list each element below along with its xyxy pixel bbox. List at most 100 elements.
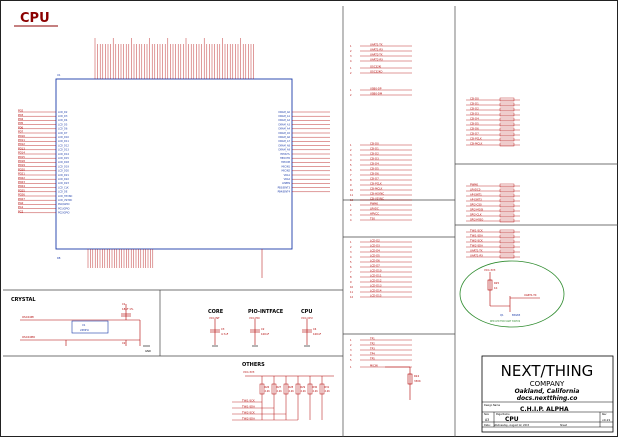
col3-net-label: TWI1-SDA [470, 234, 483, 238]
core-cap-value: 4.7uF [221, 332, 229, 336]
pullup-resistor-value: 2.2K [325, 390, 331, 393]
col3-net-label: SPI2-CLK [470, 213, 482, 217]
col2-net-label: LCD-D10 [370, 269, 382, 273]
col3-net-label: LRADC0 [470, 188, 481, 192]
left-net-label: PD20 [18, 167, 25, 171]
right-pin-name: DRAM_A8 [279, 144, 291, 147]
col2-net-label: UART1-TX [370, 43, 383, 47]
led-circuit [487, 272, 540, 312]
col2-pin-number: 12 [350, 296, 354, 299]
col3-net-label: CSI-D0 [470, 97, 479, 101]
col3-net-label: CSI-MCLK [470, 142, 483, 146]
pullup-resistor-body [283, 383, 289, 395]
pullup-resistor-label: R31 [325, 386, 330, 389]
left-pin-name: LCD_D18 [58, 161, 69, 164]
col2-net-label: CSI-D6 [370, 172, 379, 176]
col3-net-label: SPI2-MISO [470, 218, 483, 222]
led-resistor-label: R25 [494, 281, 499, 285]
col2-pin-number: 2 [350, 94, 352, 97]
pio-rail-net: VCC-PIO [249, 316, 260, 320]
col2-pin-number: 1 [350, 67, 352, 70]
col2-net-label: LCD-D2 [370, 239, 380, 243]
col2-pin-number: 2 [350, 246, 352, 249]
twi-net-label: TWI2-SDA [242, 417, 255, 421]
left-pin-name: LCD_D19 [58, 165, 69, 168]
right-pin-name: DRAM_A3 [279, 123, 291, 126]
company-name: NEXT/THING [501, 362, 594, 380]
col2-pin-number: 11 [350, 291, 354, 294]
left-net-label: PD21 [18, 172, 25, 176]
cpu-rail-net: VCC-CPU [301, 316, 313, 320]
col3-net-label: CSI-D5 [470, 122, 479, 126]
col2-pin-number: 4 [350, 256, 352, 259]
col2-pin-number: 4 [350, 354, 352, 357]
col3-net-port [499, 132, 515, 137]
col3-net-port [499, 208, 515, 213]
col2-pin-number: 4 [350, 159, 352, 162]
pullup-resistor-label: R27 [277, 386, 282, 389]
left-pin-name: PG0/GPIO [58, 203, 70, 206]
right-pin-name: DRAM_A9 [279, 149, 291, 152]
col3-net-port [499, 234, 515, 239]
col3-net-port [499, 193, 515, 198]
net-column-2: UART1-TX1UART1-RX2UART2-TX3UART2-RX4OSC3… [350, 43, 412, 369]
crystal-x1-label: X1 [82, 323, 86, 327]
right-pin-name: DRAM_A2 [279, 119, 291, 122]
net-column-3: CSI-D0CSI-D1CSI-D2CSI-D3CSI-D4CSI-D5CSI-… [466, 97, 520, 259]
col2-pin-number: 12 [350, 199, 354, 202]
left-net-label: PD15 [18, 155, 25, 159]
col2-net-label: LCD-D11 [370, 274, 382, 278]
col2-net-label: CSI-D2 [370, 152, 379, 156]
col3-net-port [499, 102, 515, 107]
left-net-label: PD23 [18, 180, 25, 184]
company-address: Oakland, California [515, 388, 580, 395]
pullup-resistor-value: 2.2K [301, 390, 307, 393]
core-cap-label: C3 [221, 327, 225, 331]
col2-net-label: PWM0 [370, 202, 378, 206]
col2-pin-number: 3 [350, 349, 352, 352]
col2-pin-number: 9 [350, 281, 352, 284]
col3-net-port [499, 112, 515, 117]
left-net-label: PD19 [18, 163, 25, 167]
col3-net-label: CSI-D4 [470, 117, 479, 121]
left-net-label: PD18 [18, 159, 25, 163]
design-name-label: Design Name [484, 404, 501, 407]
left-pin-name: LCD_D21 [58, 174, 69, 177]
right-pin-name: DRAM_A1 [279, 115, 291, 118]
col2-net-label: CSI-MCLK [370, 187, 383, 191]
col2-net-label: LCD-D15 [370, 294, 382, 298]
col3-net-port [499, 218, 515, 223]
col2-pin-number: 3 [350, 251, 352, 254]
col2-net-label: TS0 [370, 217, 375, 221]
crystal-circuit [20, 304, 150, 347]
col2-net-label: LCD-D12 [370, 279, 382, 283]
company-website: docs.nextthing.co [517, 395, 578, 402]
section-title-crystal: CRYSTAL [11, 297, 36, 303]
col2-pin-number: 4 [350, 219, 352, 222]
left-net-label: PD5 [18, 121, 24, 125]
right-pin-name: DRAM_A5 [279, 132, 291, 135]
col2-pin-number: 3 [350, 214, 352, 217]
crystal-x1-value: 24MHz [80, 328, 89, 332]
right-pin-name: LINEIN [282, 182, 290, 185]
col3-net-label: AP-EINT1 [470, 193, 482, 197]
company-subtitle: COMPANY [530, 380, 565, 388]
pullup-resistor-body [295, 383, 301, 395]
pullup-resistor-body [319, 383, 325, 395]
left-pin-name: LCD_D5 [58, 123, 68, 126]
col2-pin-number: 2 [350, 149, 352, 152]
left-net-label: PD12 [18, 142, 25, 146]
sheet-title: CPU [20, 11, 50, 26]
page-name-label: Page Name [496, 413, 510, 416]
left-pin-name: LCD_D12 [58, 144, 69, 147]
pullup-resistor-label: R28 [289, 386, 294, 389]
pio-cap-value: 100nF [261, 332, 270, 336]
col2-net-label: MICIN [370, 364, 378, 368]
page-name: CPU [505, 416, 519, 423]
others-rail: VCC-3V3 [243, 370, 255, 374]
left-pin-name: LCD_D4 [58, 119, 68, 122]
rev-value: v0.21 [602, 418, 611, 422]
col2-pin-number: 3 [350, 154, 352, 157]
